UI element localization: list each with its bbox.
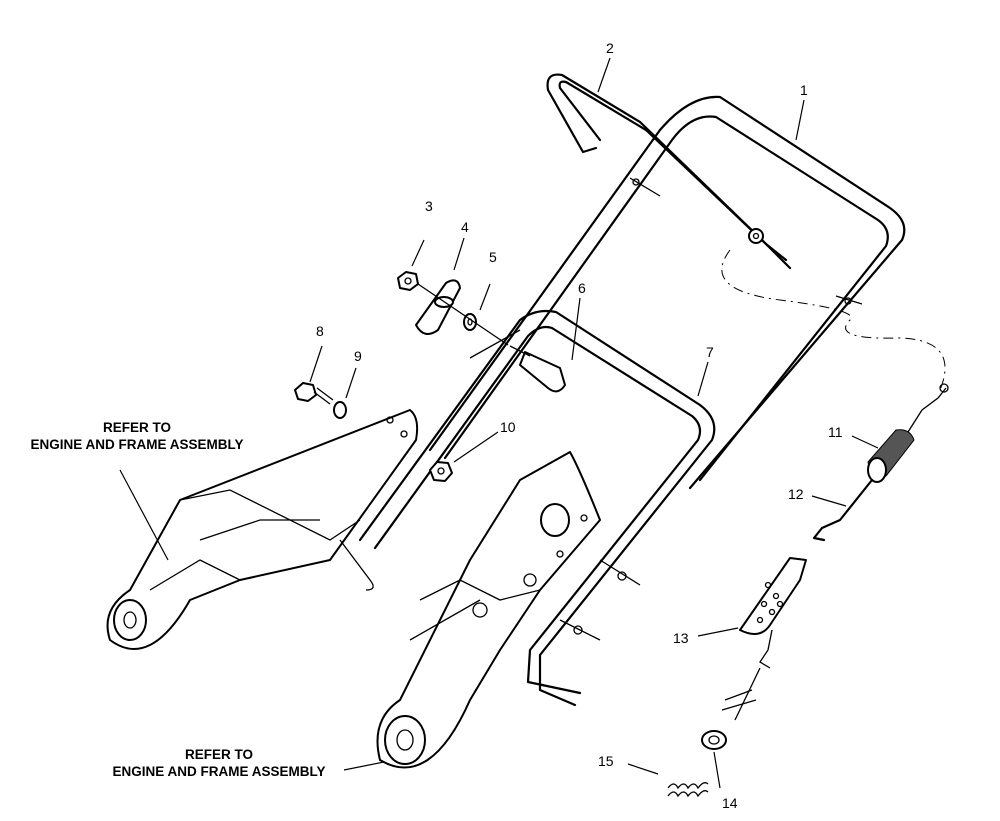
note-left-refer: REFER TO ENGINE AND FRAME ASSEMBLY: [14, 419, 260, 453]
hex-nut-3: [397, 271, 419, 291]
callout-14: 14: [722, 795, 738, 811]
callout-6: 6: [578, 280, 586, 296]
eye-bolt-14: [701, 730, 727, 750]
adjust-bracket-13: [721, 557, 807, 721]
callout-1: 1: [800, 82, 808, 98]
nut-10: [429, 461, 453, 482]
leader-lines: [119, 57, 879, 789]
callout-3: 3: [425, 198, 433, 214]
callout-13: 13: [673, 630, 689, 646]
control-bail: [546, 73, 792, 270]
note-left-line2: ENGINE AND FRAME ASSEMBLY: [30, 437, 244, 452]
bolt-8: [294, 382, 334, 405]
callout-8: 8: [316, 323, 324, 339]
cable-link-12: [812, 478, 874, 542]
right-frame-bracket: [376, 451, 601, 769]
callout-7: 7: [706, 344, 714, 360]
upper-handle: [428, 95, 906, 490]
carriage-bolt-6: [509, 345, 566, 393]
spring-15: [667, 782, 709, 798]
washer-5: [463, 313, 477, 331]
callout-2: 2: [606, 40, 614, 56]
callout-5: 5: [489, 249, 497, 265]
left-frame-bracket: [106, 409, 419, 650]
washer-9: [333, 401, 347, 419]
grip-11: [867, 383, 949, 483]
note-bottom-refer: REFER TO ENGINE AND FRAME ASSEMBLY: [96, 746, 342, 780]
callout-11: 11: [828, 424, 843, 440]
callout-9: 9: [354, 348, 362, 364]
callout-4: 4: [461, 219, 469, 235]
callout-12: 12: [788, 486, 804, 502]
note-bottom-line1: REFER TO: [184, 747, 253, 762]
note-bottom-line2: ENGINE AND FRAME ASSEMBLY: [112, 764, 326, 779]
callout-15: 15: [598, 753, 614, 769]
lower-handle: [358, 309, 716, 707]
callout-10: 10: [500, 419, 516, 435]
bolt-axis-line: [417, 283, 509, 346]
note-left-line1: REFER TO: [102, 420, 171, 435]
cable-route: [721, 249, 946, 391]
